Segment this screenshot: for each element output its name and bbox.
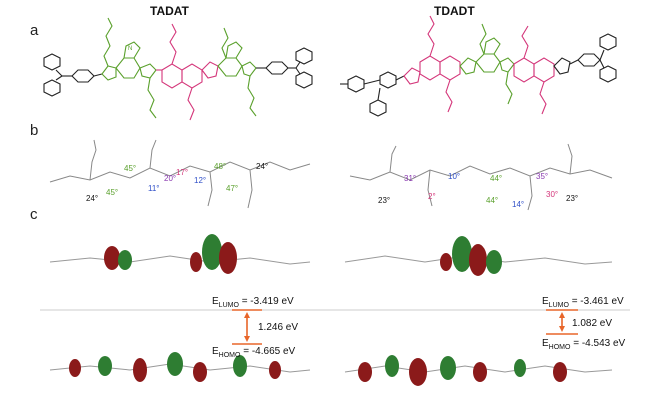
- methoxy-triphenylamine-right: [553, 33, 617, 83]
- angle-label-left-4: 11°: [148, 184, 160, 193]
- thiophene-benzothiadiazole-left: N: [101, 17, 157, 119]
- triphenylamine-left: [43, 53, 103, 97]
- angle-label-right-5: 44°: [490, 174, 503, 183]
- conformation-tdadt: [349, 143, 613, 211]
- angle-label-left-5: 20°: [164, 174, 177, 183]
- svg-text:N: N: [128, 46, 132, 52]
- panel-label-c: c: [30, 206, 38, 223]
- homo-orbital-tdadt: [344, 355, 613, 386]
- angle-label-right-10: 23°: [566, 194, 579, 203]
- angle-label-left-6: 17°: [176, 168, 189, 177]
- thiophene-benzothiadiazole-center: [459, 23, 515, 105]
- angle-label-right-3: 2°: [428, 192, 436, 201]
- molecule-title-left: TADAT: [150, 4, 189, 18]
- angle-label-left-1: 24°: [86, 194, 99, 203]
- dpp-core-right-a: [403, 15, 461, 113]
- angle-label-right-6: 44°: [486, 196, 499, 205]
- homo-energy-right: EHOMO = -4.543 eV: [542, 338, 626, 351]
- angle-label-left-7: 12°: [194, 176, 207, 185]
- angle-label-left-3: 45°: [106, 188, 119, 197]
- angle-label-left-10: 24°: [256, 162, 269, 171]
- panel-label-b: b: [30, 122, 39, 139]
- dpp-core-left: [156, 23, 203, 121]
- structure-tadat: N: [43, 17, 313, 121]
- triphenylamine-right: [256, 47, 313, 89]
- angle-label-right-1: 23°: [378, 196, 391, 205]
- band-gap-left: 1.246 eV: [258, 322, 299, 333]
- lumo-energy-right: ELUMO = -3.461 eV: [542, 296, 624, 309]
- structure-tdadt: [340, 15, 617, 117]
- methoxy-triphenylamine-left: [340, 71, 405, 117]
- lumo-energy-left: ELUMO = -3.419 eV: [212, 296, 294, 309]
- homo-energy-left: EHOMO = -4.665 eV: [212, 346, 296, 359]
- conformation-tadat: [49, 139, 311, 209]
- thiophene-benzothiadiazole-right: [217, 27, 257, 117]
- lumo-orbital-tdadt: [344, 236, 613, 276]
- homo-orbital-tadat: [49, 352, 311, 382]
- angle-label-left-9: 47°: [226, 184, 239, 193]
- dpp-core-right-b: [513, 25, 555, 115]
- angle-label-right-7: 14°: [512, 200, 525, 209]
- panel-label-a: a: [30, 22, 39, 39]
- angle-label-left-2: 45°: [124, 164, 137, 173]
- angle-label-left-8: 48°: [214, 162, 227, 171]
- angle-label-right-9: 30°: [546, 190, 559, 199]
- molecule-title-right: TDADT: [434, 4, 475, 18]
- energy-diagram-tdadt: [546, 309, 578, 335]
- angle-label-right-8: 35°: [536, 172, 549, 181]
- angle-label-right-4: 10°: [448, 172, 461, 181]
- lumo-orbital-tadat: [49, 234, 311, 274]
- energy-diagram-tadat: [232, 309, 262, 345]
- band-gap-right: 1.082 eV: [572, 318, 613, 329]
- angle-label-right-2: 31°: [404, 174, 417, 183]
